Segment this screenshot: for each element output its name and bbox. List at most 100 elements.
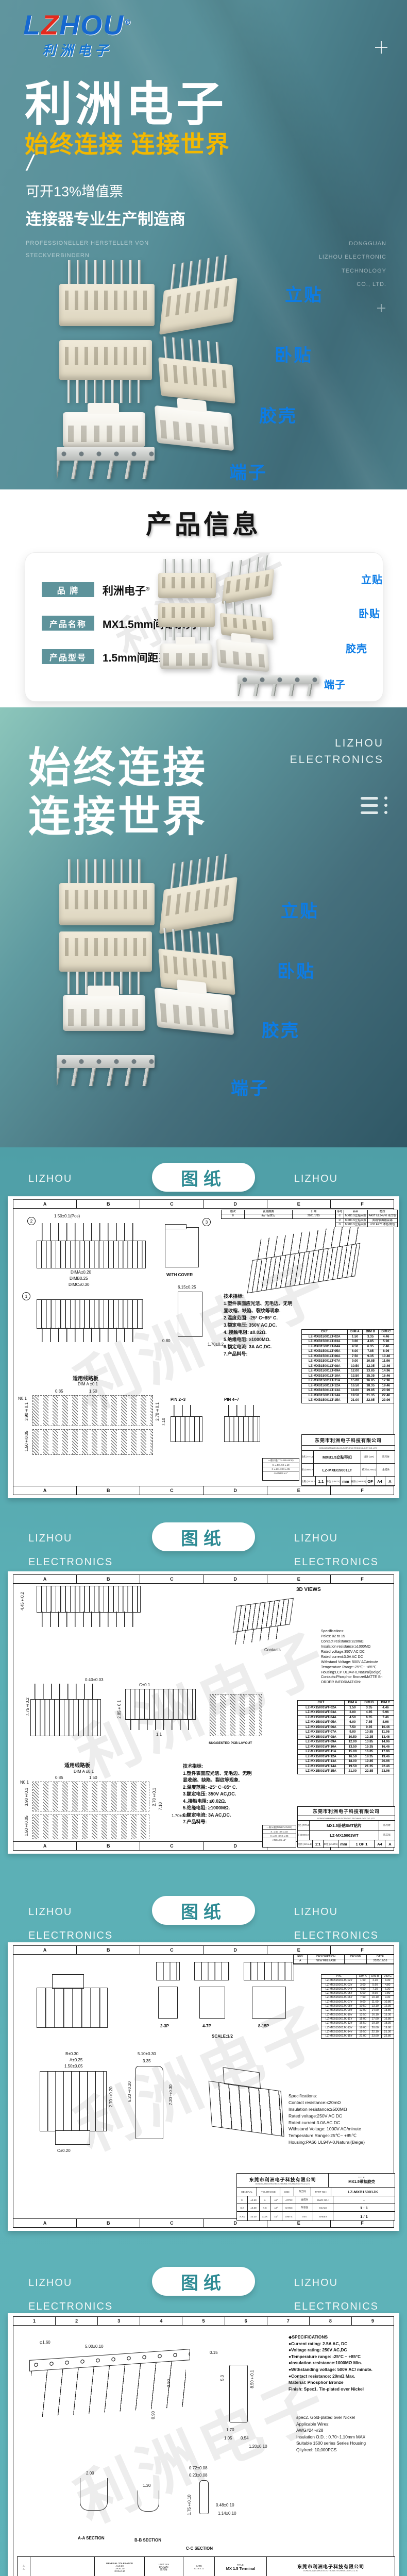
dim-label: 0.54 [241, 2436, 249, 2441]
label-horizontal-smt: 卧贴 [277, 962, 315, 981]
housing-side-8-15p [252, 1987, 286, 2019]
callout-label: Contacts [264, 1648, 281, 1652]
connector-photo-housing [63, 985, 145, 1031]
front-view-body [125, 1689, 196, 1720]
side-view-2 [178, 1292, 202, 1337]
connector-photo-horizontal-smt-iso [157, 336, 235, 404]
label-vertical-smt: 立贴 [281, 902, 319, 921]
section-cc-view [199, 2480, 209, 2514]
view-label: WITH COVER [166, 1273, 193, 1277]
logo-subtext: 利洲电子 [42, 43, 112, 58]
specifications-list: ◆SPECIFICATIONS●Current rating: 2.5A AC,… [289, 2334, 372, 2392]
label-housing: 胶壳 [262, 1021, 300, 1041]
connector-photo-housing-iso [154, 987, 234, 1036]
housing-latch [52, 1974, 84, 1989]
dim-label: C±0.1 [139, 1683, 150, 1687]
terminal-strip-photo [57, 447, 155, 479]
menu-icon[interactable] [361, 796, 387, 818]
hero1-subtitle: 始终连接 连接世界 [25, 131, 230, 158]
brand-row-value: 利洲电子® [103, 585, 150, 597]
view-label: 4-7P [202, 2024, 211, 2028]
label-horizontal-smt: 卧贴 [275, 346, 313, 365]
iso-view [230, 1592, 299, 1651]
connector-photo-horizontal-smt [59, 340, 152, 403]
dim-label: DIMC±0.30 [69, 1282, 90, 1287]
dim-label: 3.35 [143, 2059, 151, 2063]
front-view-pins [35, 1684, 96, 1699]
plus-icon [377, 304, 385, 312]
front-view-2-pins [42, 1328, 137, 1342]
dim-label: 1.50 [89, 1389, 97, 1394]
side-view-cover [165, 1224, 186, 1229]
housing-bottom-tab [55, 2130, 90, 2145]
pin-view-pins [228, 1405, 255, 1416]
dim-label: 4.45±0.2 [20, 1592, 25, 1611]
side-view [165, 1227, 199, 1267]
dim-label: 1.75±0.10 [187, 2495, 192, 2516]
logo-text: LZHOU® [23, 10, 131, 41]
dim-label: 1.14±0.10 [218, 2511, 236, 2516]
terminal-side-view [229, 2365, 248, 2422]
pcb-pad-row-2 [32, 1815, 149, 1839]
dim-label: 1.70±0.2 [172, 1814, 188, 1818]
connector-photo-housing [160, 637, 212, 669]
dim-label: 1.50±0.05 [24, 1431, 29, 1452]
connector-photo-vertical-smt [158, 559, 216, 598]
title-block: 东莞市利洲电子科技有限公司 DONGGUAN LIZHOU ELECTRONIC… [301, 1434, 395, 1486]
dim-label: 2.85±0.1 [117, 1700, 122, 1719]
product-info-title: 产品信息 [146, 510, 261, 539]
product-info-card: 利洲电子 品 牌 利洲电子® 产品名称 MX1.5mm间距系列 产品型号 1.5… [25, 552, 383, 702]
callout-3: 3 [202, 1218, 211, 1226]
dim-label: 0.40±0.03 [85, 1677, 104, 1682]
title-block: 东莞市利洲电子科技有限公司 DONGGUAN LIZHOU ELECTRONIC… [297, 1806, 395, 1848]
brand-row-label: 品 牌 [42, 582, 94, 597]
dim-label: 0.15 [210, 2350, 218, 2355]
view-label: PIN 2~3 [171, 1397, 186, 1402]
dim-label: B±0.30 [65, 2052, 79, 2056]
front-view-body [37, 1586, 141, 1613]
terminal-strip-photo [57, 1055, 155, 1086]
section-bb-view [138, 2490, 159, 2512]
callout-2: 2 [27, 1217, 36, 1225]
dim-label: N0.1 [20, 1780, 29, 1785]
dim-label: 3.90±0.1 [24, 1402, 29, 1421]
label-terminal: 端子 [324, 680, 346, 691]
front-view-body [37, 1241, 146, 1268]
pcb-title: 适用线路板 [64, 1763, 90, 1769]
dim-label: 1.20±0.10 [249, 2444, 267, 2449]
connector-photo-vertical-smt [59, 260, 155, 326]
dim-label: DIM A ±0.1 [74, 1769, 94, 1774]
dim-label: 6.15±0.25 [178, 1285, 196, 1290]
dim-label: 1.1 [156, 1732, 162, 1737]
dim-label: φ1.60 [40, 2340, 50, 2345]
pin-view-body [171, 1416, 202, 1442]
brand-logo: LZHOU® 利洲电子 [18, 11, 137, 59]
plus-icon [375, 41, 387, 54]
dim-label: 7.20±0.30 [168, 2084, 173, 2106]
housing-side-4-7p [199, 1987, 225, 2019]
housing-bottom-view [40, 2071, 107, 2131]
dim-label: DIMA±0.20 [71, 1270, 91, 1275]
dim-label: 5.00±0.10 [85, 2344, 104, 2349]
dim-label: 0.90 [151, 2411, 156, 2419]
label-housing: 胶壳 [346, 643, 367, 655]
connector-photo-vertical-smt-iso [159, 852, 240, 934]
